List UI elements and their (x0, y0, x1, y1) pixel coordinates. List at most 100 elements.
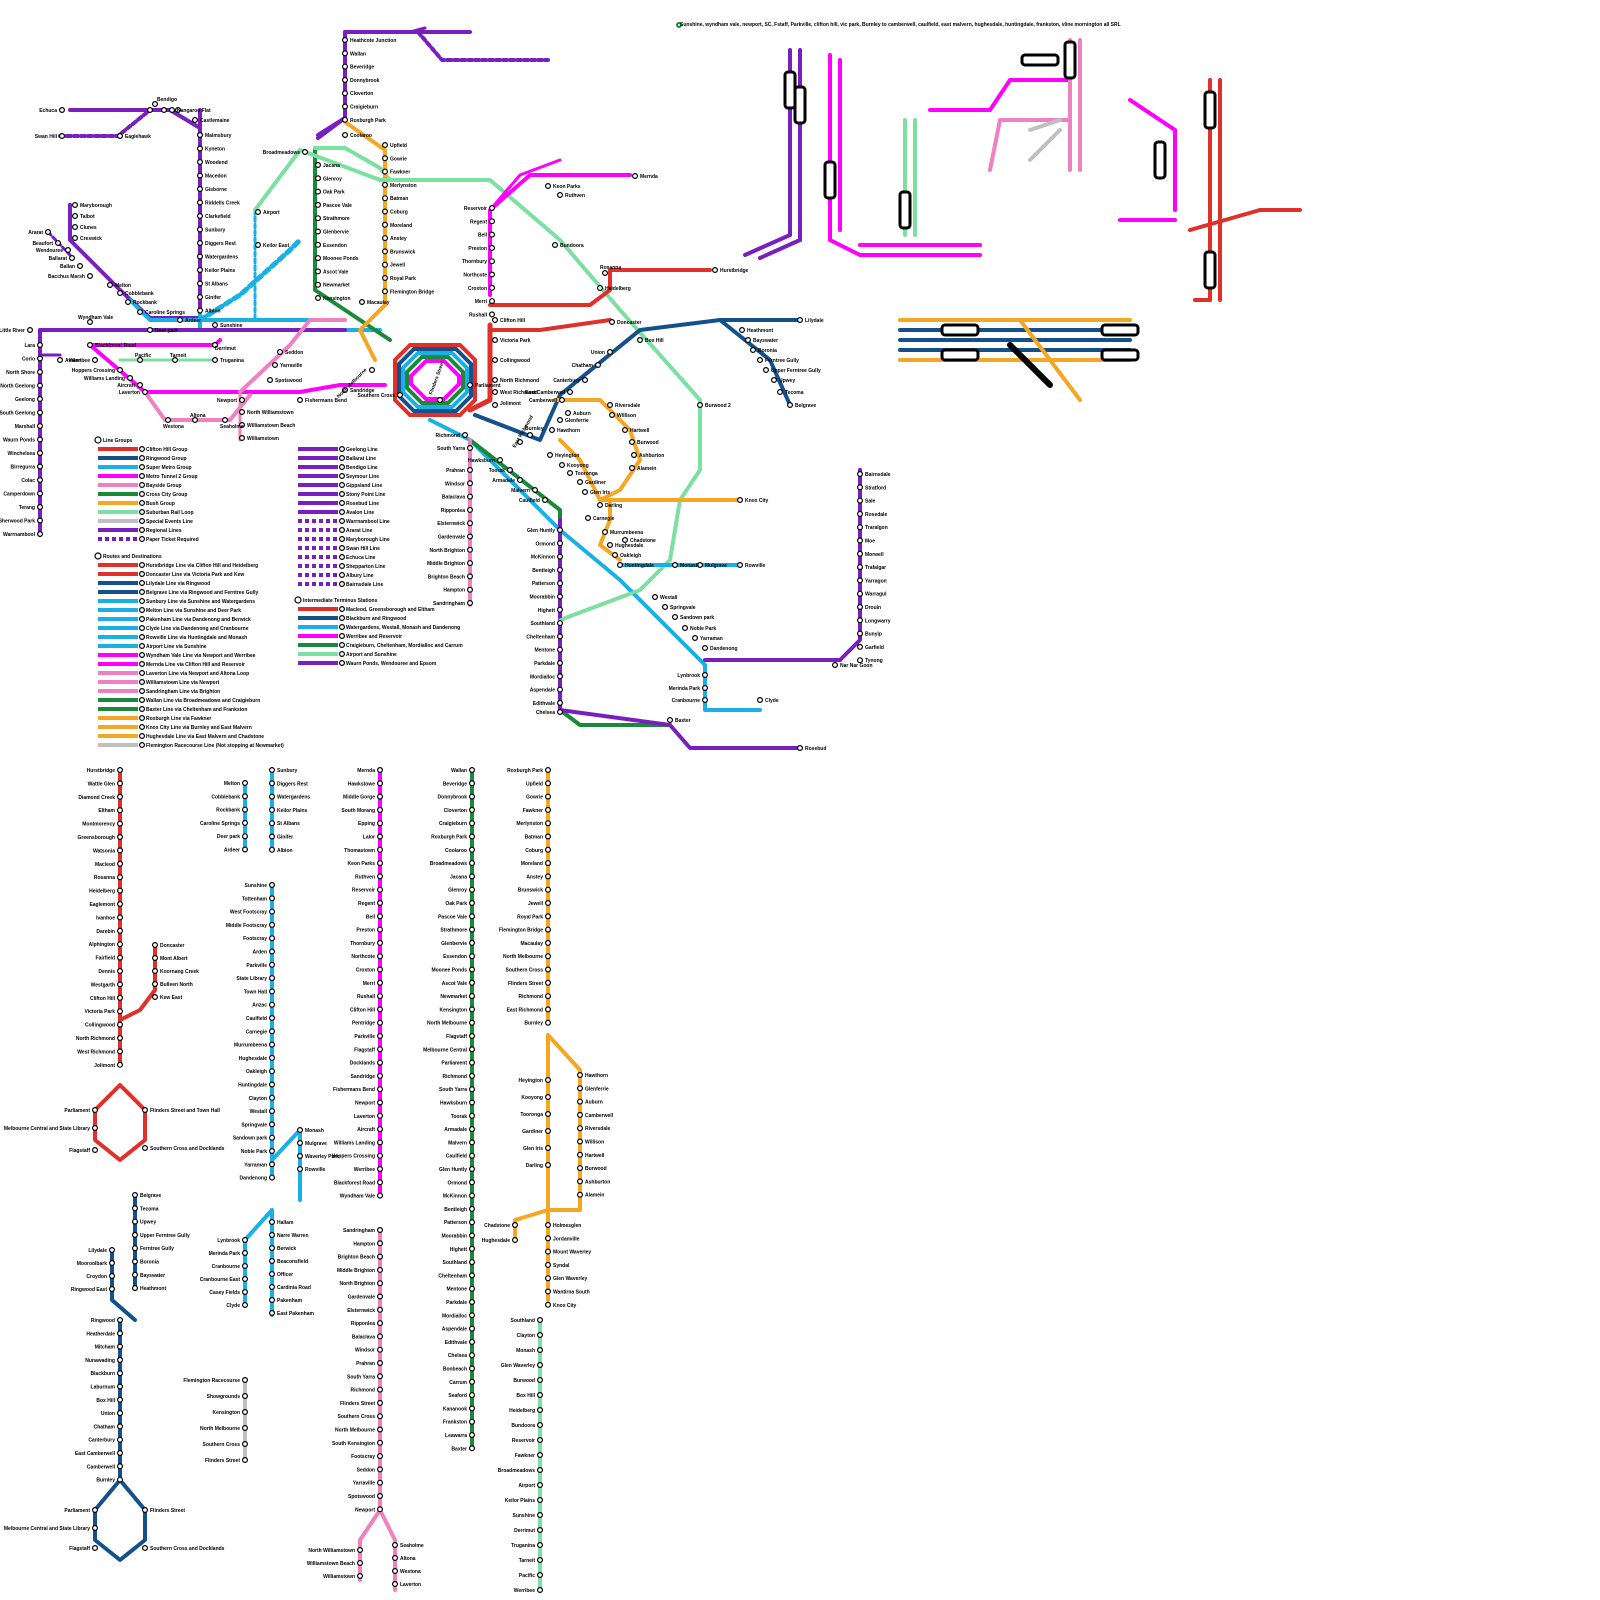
station-label: Parliament (441, 1061, 467, 1067)
station-dot (267, 377, 274, 384)
station-dot (116, 793, 123, 800)
station-dot (342, 116, 349, 123)
station-label: Batman (390, 196, 408, 202)
station-label: Northcote (463, 273, 487, 279)
station-dot (796, 317, 803, 324)
station-label: Mooroolbark (77, 1261, 107, 1267)
station-dot (536, 1346, 543, 1353)
header-note: Sunshine, wyndham vale, newport, SC, Fst… (680, 22, 1121, 28)
station-label: North Melbourne (200, 1426, 240, 1432)
station-dot (242, 779, 249, 786)
station-dot (856, 630, 863, 637)
station-label: Ginifer (277, 835, 293, 841)
station-label: Waurn Ponds (3, 438, 35, 444)
station-dot (269, 1283, 276, 1290)
station-label: Wendouree (36, 248, 63, 254)
station-label: Hughesdale (615, 543, 644, 549)
station-dot (36, 517, 43, 524)
station-dot (242, 1249, 249, 1256)
station-dot (242, 1275, 249, 1282)
station-dot (467, 520, 474, 527)
legend-dot (339, 632, 346, 639)
city-loop (397, 347, 473, 413)
legend-label: Warrnambool Line (346, 519, 390, 525)
station-label: Rosanna (94, 875, 115, 881)
station-dot (544, 1248, 551, 1255)
station-dot (630, 452, 637, 459)
station-label: Ferntree Gully (765, 358, 799, 364)
station-dot (856, 617, 863, 624)
station-dot (36, 355, 43, 362)
station-label: Hughesdale (482, 1238, 511, 1244)
station-label: Moonee Ponds (431, 968, 467, 974)
station-dot (36, 369, 43, 376)
station-label: Blackforest Road (334, 1180, 375, 1186)
station-dot (489, 258, 496, 265)
station-dot (536, 1556, 543, 1563)
station-dot (856, 497, 863, 504)
station-dot (377, 1280, 384, 1287)
station-label: Bundoora (560, 243, 584, 249)
station-label: Laverton (354, 1114, 375, 1120)
station-label: Chatham (572, 363, 594, 369)
station-dot (116, 1343, 123, 1350)
station-label: Mitcham (95, 1345, 116, 1351)
station-dot (762, 367, 769, 374)
station-dot (71, 202, 78, 209)
legend-dot (139, 642, 146, 649)
station-label: Wallan (350, 51, 366, 57)
junction-track (743, 233, 792, 257)
legend-dot (139, 723, 146, 730)
station-label: Seaholme (400, 1543, 424, 1549)
station-label: South Yarra (437, 446, 465, 452)
station-label: Southern Cross (357, 393, 395, 399)
station-dot (342, 103, 349, 110)
station-dot (469, 1179, 476, 1186)
station-dot (242, 1301, 249, 1308)
station-label: Flinders Street and Town Hall (150, 1108, 221, 1114)
station-dot (546, 452, 553, 459)
station-label: Upwey (140, 1220, 156, 1226)
station-label: Southern Cross and Docklands (150, 1146, 225, 1152)
station-dot (116, 1316, 123, 1323)
station-label: Showgrounds (207, 1394, 241, 1400)
station-dot (269, 975, 276, 982)
station-label: Murrumbeena (610, 530, 643, 536)
station-label: Malmsbury (205, 133, 232, 139)
station-label: Oakleigh (620, 553, 641, 559)
legend-dot (139, 696, 146, 703)
station-dot (701, 684, 708, 691)
station-label: Thornbury (350, 941, 375, 947)
legend-dot (139, 651, 146, 658)
station-dot (467, 382, 474, 389)
station-label: Tecoma (140, 1206, 159, 1212)
station-label: Noble Park (241, 1149, 267, 1155)
station-dot (36, 450, 43, 457)
station-dot (469, 1312, 476, 1319)
station-dot (469, 1378, 476, 1385)
station-dot (392, 1554, 399, 1561)
station-dot (469, 1232, 476, 1239)
station-dot (581, 377, 588, 384)
station-dot (631, 173, 638, 180)
station-dot (377, 913, 384, 920)
station-label: Cranbourne East (200, 1277, 241, 1283)
station-dot (467, 480, 474, 487)
junction-diagrams (743, 38, 1302, 402)
station-label: Springvale (670, 605, 696, 611)
station-dot (116, 847, 123, 854)
station-label: Essendon (443, 954, 467, 960)
legend-label: Sunbury Line via Sunshine and Watergarde… (146, 599, 255, 605)
legend-dot (339, 580, 346, 587)
station-dot (596, 502, 603, 509)
station-label: Chadstone (484, 1223, 510, 1229)
station-label: North Brighton (429, 548, 465, 554)
station-label: Auburn (573, 411, 591, 417)
station-label: West Richmond (500, 390, 538, 396)
station-dot (377, 820, 384, 827)
station-label: Talbot (80, 214, 95, 220)
station-dot (666, 716, 673, 723)
station-label: Cobblebank (211, 794, 240, 800)
station-label: Craigieburn (350, 105, 378, 111)
station-label: Knox City (553, 1303, 577, 1309)
